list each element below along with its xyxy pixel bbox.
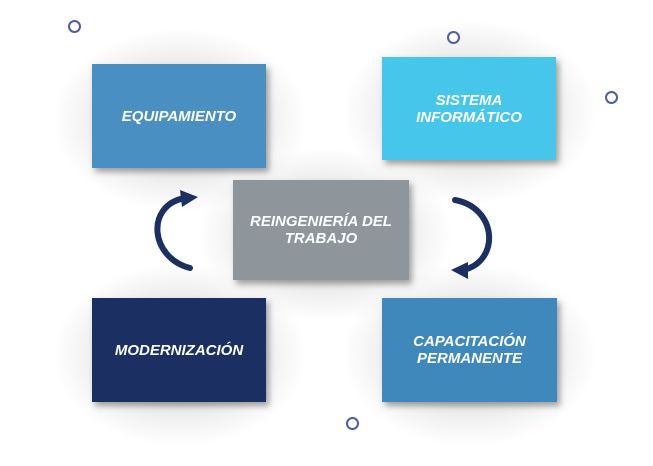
circle-decoration-1 [68,20,81,33]
box-equipamiento: EQUIPAMIENTO [92,64,266,168]
box-reingenieria-del-trabajo: REINGENIERÍA DEL TRABAJO [233,180,409,280]
box-capacitacion-label: CAPACITACIÓN PERMANENTE [413,333,526,367]
curved-arrow-right-icon [451,197,492,279]
box-sistema-informatico: SISTEMA INFORMÁTICO [382,57,556,160]
box-modernizacion-label: MODERNIZACIÓN [114,341,244,359]
curved-arrow-left-icon [154,190,198,271]
box-sistema-informatico-label: SISTEMA INFORMÁTICO [416,91,522,126]
box-reingenieria-label: REINGENIERÍA DEL TRABAJO [250,213,392,247]
circle-decoration-2 [447,31,460,44]
box-capacitacion-permanente: CAPACITACIÓN PERMANENTE [382,298,557,402]
box-equipamiento-label: EQUIPAMIENTO [121,107,237,125]
circle-decoration-4 [346,417,359,430]
box-modernizacion: MODERNIZACIÓN [92,298,266,402]
circle-decoration-3 [605,91,618,104]
